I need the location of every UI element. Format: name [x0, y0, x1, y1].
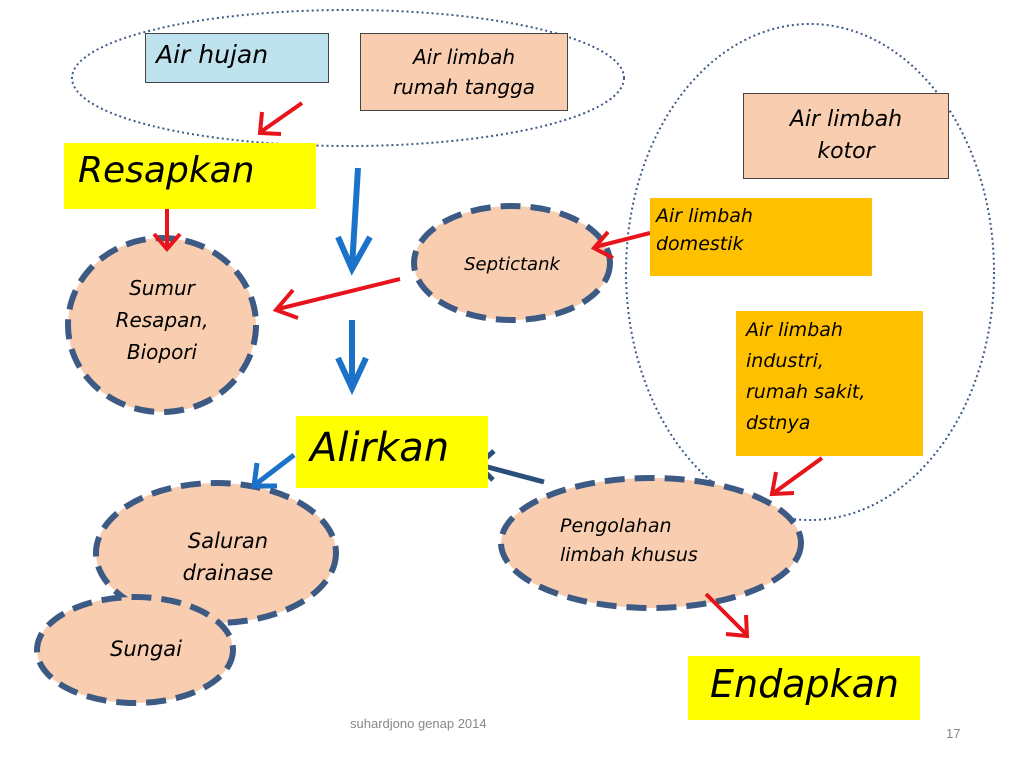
alirkan-box: Alirkan: [296, 416, 488, 488]
footer-author: suhardjono genap 2014: [350, 716, 487, 731]
arrow-alirkan-to-saluran: [251, 453, 296, 489]
air-hujan-label: Air hujan: [156, 40, 269, 69]
sumur-resapan-ellipse: [65, 235, 259, 415]
pengolahan-ellipse: [498, 475, 804, 611]
arrow-blue-down-upper: [335, 167, 373, 276]
air-limbah-domestik-label: Air limbah domestik: [656, 205, 753, 255]
septictank-label: Septictank: [464, 253, 560, 275]
air-limbah-kotor-label: Air limbah kotor: [789, 107, 903, 164]
arrow-hujan-to-resapkan: [257, 101, 304, 136]
air-limbah-industri-label: Air limbah industri, rumah sakit, dstnya: [746, 319, 866, 434]
arrow-resapkan-to-sumur: [152, 202, 182, 253]
septictank-ellipse: [411, 203, 613, 323]
air-limbah-rumah-tangga-box: Air limbah rumah tangga: [360, 33, 568, 111]
arrow-domestik-to-septictank: [590, 230, 651, 260]
sungai-ellipse: [34, 594, 236, 706]
air-limbah-industri-box: Air limbah industri, rumah sakit, dstnya: [736, 311, 923, 456]
group-ellipse-top: [71, 9, 625, 147]
air-limbah-rumah-tangga-label: Air limbah rumah tangga: [392, 45, 536, 99]
resapkan-box: Resapkan: [64, 143, 316, 209]
sungai-label: Sungai: [110, 637, 182, 661]
air-limbah-kotor-box: Air limbah kotor: [743, 93, 949, 179]
sumur-resapan-label: Sumur Resapan, Biopori: [115, 276, 209, 364]
air-limbah-domestik-box: Air limbah domestik: [650, 198, 872, 276]
page-number: 17: [946, 726, 961, 741]
group-ellipse-right: [625, 23, 995, 521]
air-hujan-box: Air hujan: [145, 33, 329, 83]
endapkan-label: Endapkan: [710, 662, 899, 706]
saluran-drainase-label: Saluran drainase: [182, 529, 274, 585]
pengolahan-label: Pengolahan limbah khusus: [560, 515, 698, 566]
arrow-blue-down-lower: [335, 320, 369, 396]
arrow-industri-to-pengolahan: [769, 456, 824, 497]
arrow-pengolahan-to-endapkan: [704, 592, 750, 639]
endapkan-box: Endapkan: [688, 656, 920, 720]
arrow-septictank-to-sumur: [272, 277, 401, 320]
resapkan-label: Resapkan: [78, 150, 255, 191]
alirkan-label: Alirkan: [310, 425, 450, 471]
